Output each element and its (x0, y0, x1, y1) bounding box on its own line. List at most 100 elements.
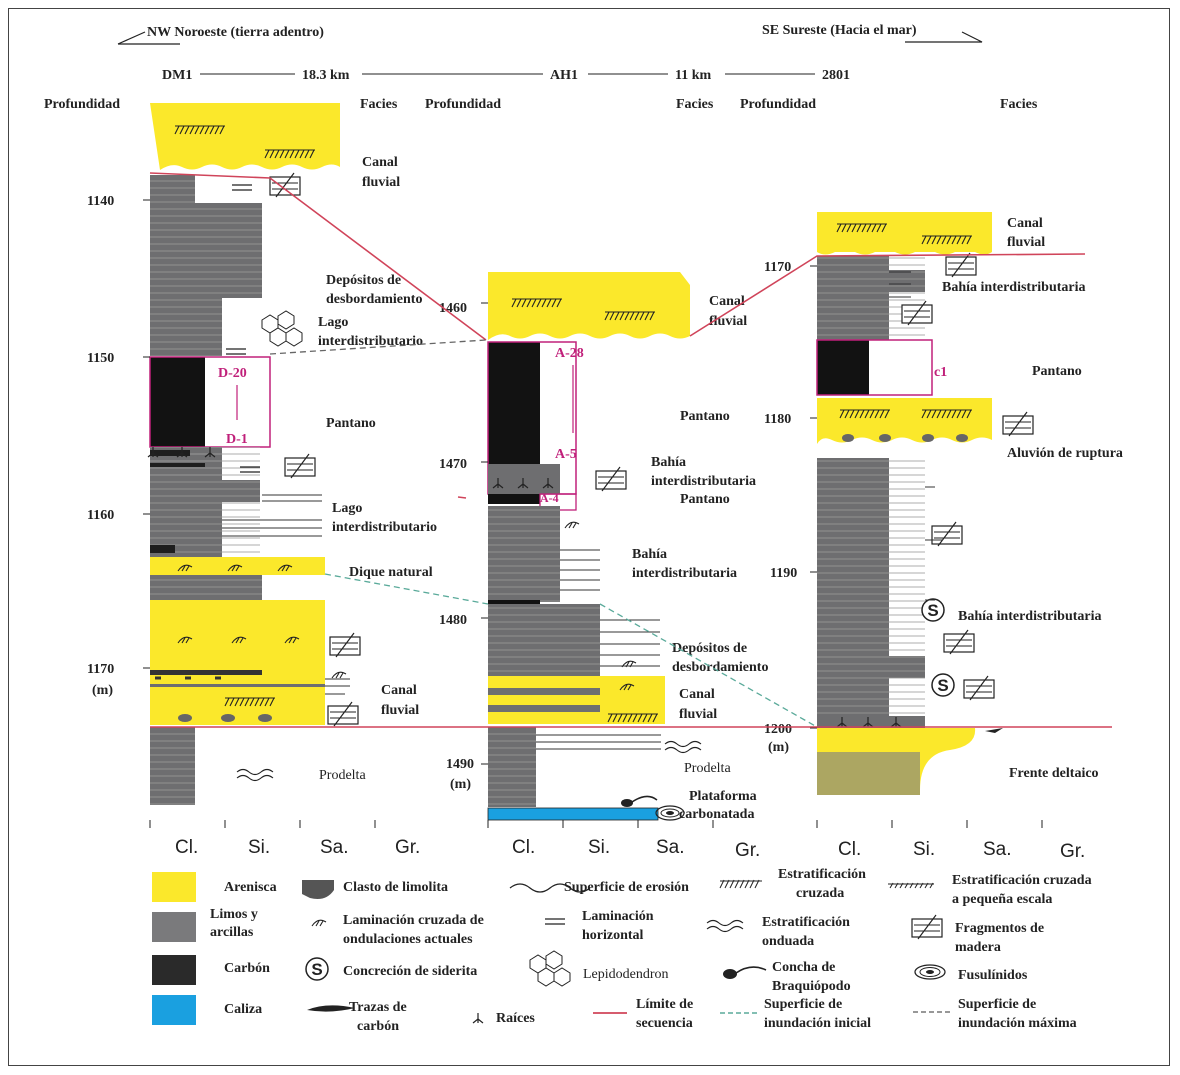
depth-header-3: Profundidad (740, 97, 816, 112)
coal-bed (150, 357, 205, 447)
legend-label: ondulaciones actuales (343, 932, 473, 947)
facies-label: Lago (332, 501, 362, 516)
depth-label: 1200 (764, 722, 792, 737)
grain-axis-label: Cl. (512, 837, 535, 858)
legend-coal-swatch (152, 955, 196, 985)
roots-icon (472, 1012, 484, 1024)
wood-fragment-icon (963, 675, 995, 701)
facies-label: Prodelta (684, 761, 731, 776)
legend-label: Lepidodendron (583, 967, 669, 982)
column-ah1: A-28 A-5 A-4 A-1 1460 (439, 272, 768, 861)
legend-label: Estratificación cruzada (952, 873, 1092, 888)
facies-label: interdistributaria (632, 566, 737, 581)
facies-label: Depósitos de (672, 641, 747, 656)
wavy-bedding-icon (236, 768, 274, 782)
depth-unit: (m) (768, 740, 789, 755)
depth-label: 1140 (87, 194, 114, 209)
facies-label: carbonatada (679, 807, 754, 822)
siderite-concretion-icon (305, 957, 329, 981)
grain-axis-label: Si. (913, 839, 935, 860)
legend-mud-swatch (152, 912, 196, 942)
legend-sand-swatch (152, 872, 196, 902)
legend: Arenisca Limos y arcillas Carbón Caliza … (152, 867, 1092, 1034)
grain-axis-label: Sa. (320, 837, 349, 858)
coal-label: c1 (934, 365, 947, 380)
wood-fragment-icon (943, 629, 975, 655)
wood-fragment-icon (911, 914, 943, 940)
facies-header-3: Facies (1000, 97, 1038, 112)
facies-label: Lago (318, 315, 348, 330)
facies-label: Aluvión de ruptura (1007, 446, 1123, 461)
facies-label: Bahía interdistributaria (958, 609, 1102, 624)
grain-axis-label: Si. (588, 837, 610, 858)
facies-label: Dique natural (349, 565, 433, 580)
cross-bedding-icon (719, 879, 762, 889)
facies-label: Canal (679, 687, 715, 702)
legend-label: madera (955, 940, 1001, 955)
legend-label: Caliza (224, 1002, 262, 1017)
legend-label: arcillas (210, 925, 254, 940)
sand-bed (150, 103, 340, 170)
legend-label: cruzada (796, 886, 844, 901)
well-dm1: DM1 (162, 68, 192, 83)
legend-label: Laminación (582, 909, 654, 924)
grain-axis-label: Gr. (395, 837, 420, 858)
coal-label-top: A-28 (555, 346, 584, 361)
legend-label: horizontal (582, 928, 644, 943)
legend-label: Superficie de (958, 997, 1036, 1012)
legend-label: Carbón (224, 961, 270, 976)
legend-label: a pequeña escala (952, 892, 1052, 907)
facies-label: Pantano (680, 409, 730, 424)
coal-label-top: D-20 (218, 366, 247, 381)
wavy-bedding-icon (706, 919, 744, 933)
depth-header-2: Profundidad (425, 97, 501, 112)
coal-label-bottom: A-5 (555, 447, 577, 462)
facies-label: Canal (381, 683, 417, 698)
sand-bed (150, 600, 325, 670)
depth-label: 1150 (87, 351, 114, 366)
se-label: SE Sureste (Hacia el mar) (762, 23, 917, 38)
lepidodendron-icon (529, 950, 571, 987)
facies-header-1: Facies (360, 97, 398, 112)
facies-label: Pantano (326, 416, 376, 431)
facies-label: Canal (1007, 216, 1043, 231)
sand-bed (817, 212, 992, 252)
legend-label: Límite de (636, 997, 693, 1012)
wood-fragment-icon (945, 252, 977, 278)
legend-limestone-swatch (152, 995, 196, 1025)
horizontal-lamination-icon (231, 184, 253, 191)
depth-header-1: Profundidad (44, 97, 120, 112)
depth-label: 1180 (764, 412, 791, 427)
se-arrow (905, 31, 983, 43)
legend-label: carbón (357, 1019, 399, 1034)
legend-label: Estratificación (778, 867, 866, 882)
wood-fragment-icon (284, 453, 316, 479)
wood-fragment-icon (931, 521, 963, 547)
distance-1: 18.3 km (302, 68, 350, 83)
fusulinid-icon (655, 805, 685, 821)
legend-label: Braquiópodo (772, 979, 851, 994)
legend-label: inundación inicial (764, 1016, 871, 1031)
legend-label: Fusulínidos (958, 968, 1028, 983)
depth-unit: (m) (450, 777, 471, 792)
legend-label: Concreción de siderita (343, 964, 477, 979)
distance-2: 11 km (675, 68, 712, 83)
depth-label: 1170 (87, 662, 114, 677)
depth-label: 1490 (446, 757, 474, 772)
grain-axis-label: Gr. (735, 840, 760, 861)
legend-label: secuencia (636, 1016, 693, 1031)
wood-fragment-icon (901, 300, 933, 326)
legend-label: onduada (762, 934, 814, 949)
legend-label: Fragmentos de (955, 921, 1044, 936)
depth-label: 1190 (770, 566, 797, 581)
depth-label: 1170 (764, 260, 791, 275)
sequence-boundary-lines (149, 172, 1112, 728)
coal-trace-icon (307, 1005, 355, 1012)
column-dm1: D-20 D-1 (87, 103, 437, 858)
facies-label: Canal (362, 155, 398, 170)
facies-label: fluvial (1007, 235, 1045, 250)
facies-label: Bahía (632, 547, 667, 562)
legend-label: Arenisca (224, 880, 277, 895)
facies-label: Frente deltaico (1009, 766, 1099, 781)
